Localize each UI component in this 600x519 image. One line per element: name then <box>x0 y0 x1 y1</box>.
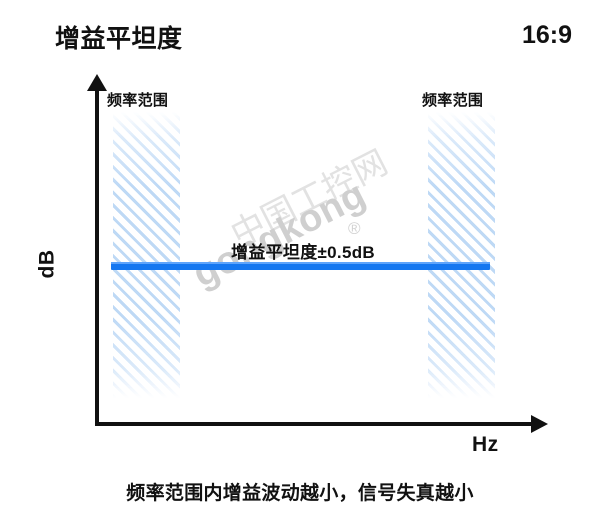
watermark-registered-icon: ® <box>348 219 361 238</box>
frequency-band-right <box>428 112 495 398</box>
gain-flatness-annotation: 增益平坦度±0.5dB <box>231 243 375 262</box>
aspect-ratio-badge: 16:9 <box>521 21 572 49</box>
watermark-brand: gongkong <box>186 173 373 296</box>
x-axis-arrow-icon <box>531 415 548 433</box>
y-axis-line <box>95 88 99 426</box>
hatch-pattern-right <box>428 112 495 398</box>
x-axis-label: Hz <box>472 433 499 456</box>
page-title: 增益平坦度 <box>55 25 183 53</box>
hatch-pattern-left <box>113 112 180 398</box>
gain-flatness-line <box>111 262 490 270</box>
chart-plot-area: 频率范围 频率范围 中国工控网 gongkong ® dB Hz 增益平坦度±0… <box>36 74 548 456</box>
frequency-band-left-label: 频率范围 <box>107 92 169 109</box>
frequency-band-right-label: 频率范围 <box>422 92 484 109</box>
frequency-band-left <box>113 112 180 398</box>
x-axis-line <box>95 422 536 426</box>
y-axis-arrow-icon <box>87 74 107 91</box>
caption-text: 频率范围内增益波动越小，信号失真越小 <box>126 483 474 504</box>
